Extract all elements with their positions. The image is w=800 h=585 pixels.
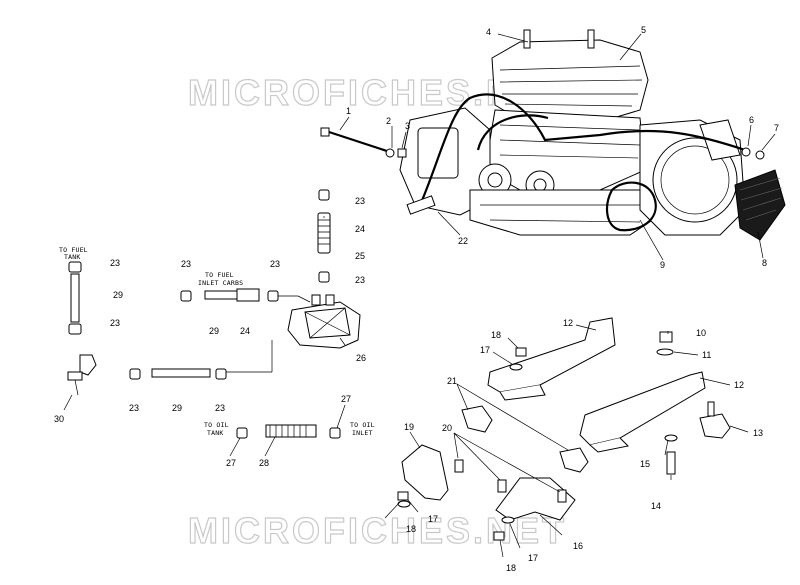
callout-16: 16 xyxy=(573,541,583,551)
note-to-oil-inlet-line1: TO OIL xyxy=(350,421,375,429)
callout-9: 9 xyxy=(660,260,665,270)
callout-17-c: 17 xyxy=(528,553,538,563)
callout-23-b: 23 xyxy=(355,275,365,285)
callout-5: 5 xyxy=(641,25,646,35)
callout-17-b: 17 xyxy=(428,514,438,524)
callout-7: 7 xyxy=(774,123,779,133)
engine-assembly xyxy=(399,29,786,241)
note-to-oil-inlet-line2: INLET xyxy=(352,429,373,437)
callout-23-c: 23 xyxy=(110,258,120,268)
callout-25: 25 xyxy=(355,251,365,261)
note-to-fuel-tank-line2: TANK xyxy=(64,253,80,261)
callout-24-a: 24 xyxy=(355,224,365,234)
callout-3: 3 xyxy=(405,121,410,131)
callout-28: 28 xyxy=(259,458,269,468)
callout-1: 1 xyxy=(346,106,351,116)
note-to-fuel-inlet-line1: TO FUEL xyxy=(205,271,234,279)
note-to-oil-tank-line1: TO OIL xyxy=(204,421,229,429)
spark-plug-right xyxy=(587,29,595,49)
callout-17-a: 17 xyxy=(480,345,490,355)
callout-27-b: 27 xyxy=(341,394,351,404)
callout-12-upper: 12 xyxy=(563,318,573,328)
bolt-part xyxy=(320,127,391,154)
callout-29-a: 29 xyxy=(113,290,123,300)
callout-23-h: 23 xyxy=(215,403,225,413)
note-to-fuel-inlet-line2: INLET CARBS xyxy=(198,279,243,287)
cable-connector xyxy=(406,195,436,215)
watermark-bottom: MICROFICHES.NET xyxy=(188,510,567,551)
callout-15: 15 xyxy=(640,459,650,469)
callout-10: 10 xyxy=(696,328,706,338)
callout-23-g: 23 xyxy=(129,403,139,413)
callout-8: 8 xyxy=(762,258,767,268)
callout-11: 11 xyxy=(702,350,711,360)
note-to-fuel-tank-line1: TO FUEL xyxy=(59,246,88,254)
fuel-system xyxy=(67,189,361,439)
callout-18-a: 18 xyxy=(491,330,501,340)
leader-lines xyxy=(63,33,776,558)
callout-29-c: 29 xyxy=(172,403,182,413)
mount-brackets xyxy=(397,317,731,541)
callout-12-lower: 12 xyxy=(734,380,744,390)
callout-22: 22 xyxy=(458,236,468,246)
callout-24-b: 24 xyxy=(240,326,250,336)
callout-18-b: 18 xyxy=(406,524,416,534)
callout-21: 21 xyxy=(447,376,457,386)
callout-23-a: 23 xyxy=(355,196,365,206)
callout-2: 2 xyxy=(386,116,391,126)
washer-part xyxy=(385,148,395,158)
nut-part xyxy=(397,148,407,158)
callout-23-d: 23 xyxy=(110,318,120,328)
callout-23-e: 23 xyxy=(181,259,191,269)
callout-26: 26 xyxy=(356,353,366,363)
grille-part xyxy=(734,169,786,241)
note-to-oil-tank-line2: TANK xyxy=(207,429,223,437)
callout-29-b: 29 xyxy=(209,326,219,336)
callout-4: 4 xyxy=(486,27,491,37)
spark-plug-left xyxy=(523,29,531,49)
callout-6: 6 xyxy=(749,115,754,125)
callout-18-c: 18 xyxy=(506,563,516,573)
callout-30: 30 xyxy=(54,414,64,424)
callout-23-f: 23 xyxy=(270,259,280,269)
callout-14: 14 xyxy=(651,501,661,511)
callout-numbers: 1 2 3 4 5 6 7 8 9 10 11 12 12 13 14 15 1… xyxy=(54,25,779,573)
callout-27-a: 27 xyxy=(226,458,236,468)
callout-13: 13 xyxy=(753,428,763,438)
callout-20: 20 xyxy=(442,423,452,433)
callout-19: 19 xyxy=(404,422,414,432)
